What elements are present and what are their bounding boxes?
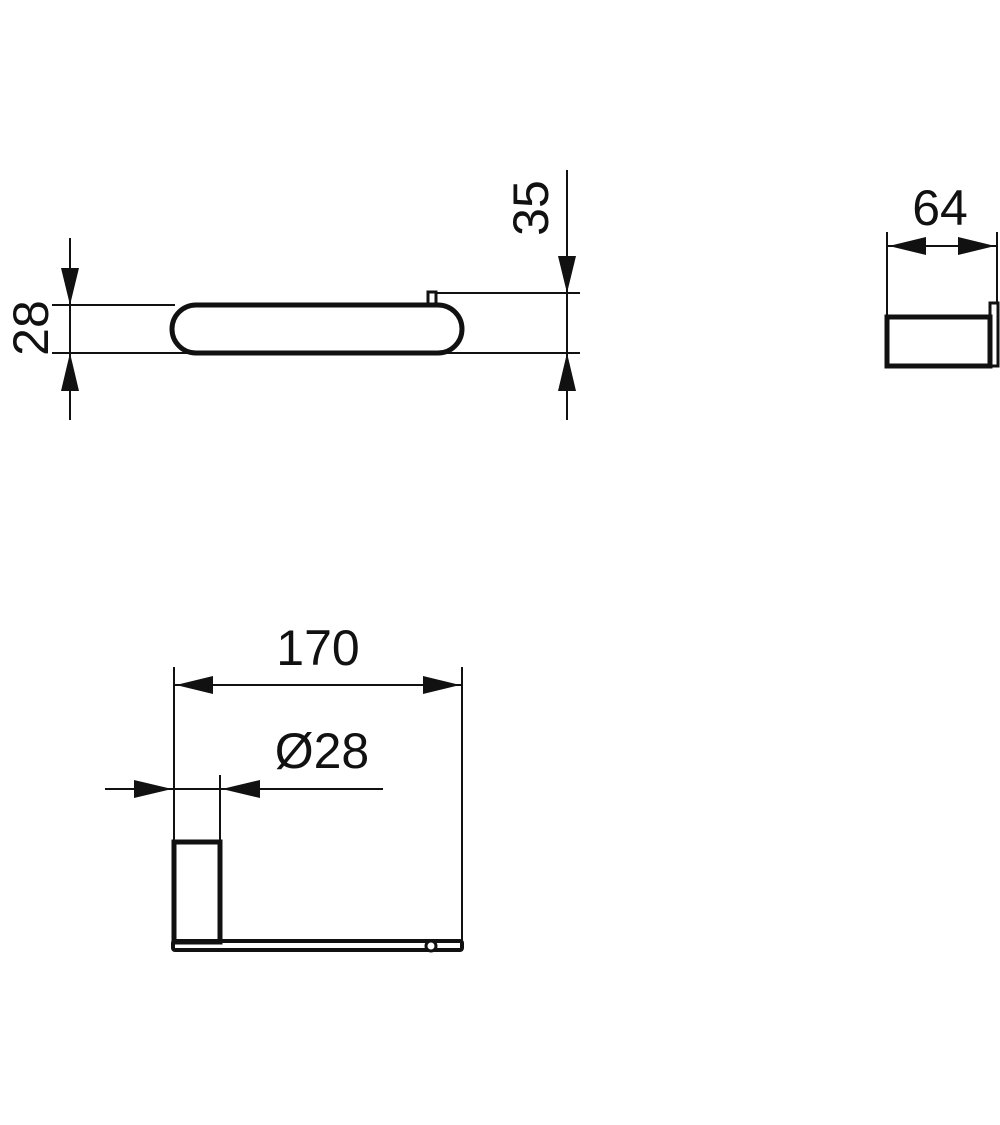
- holder-arm: [171, 939, 464, 952]
- arrow-up: [61, 353, 79, 391]
- arrow-right: [958, 237, 995, 255]
- dim-label-28: 28: [3, 300, 59, 356]
- dim-label-35: 35: [503, 180, 559, 236]
- wall-mount: [171, 839, 223, 945]
- holder-tab: [988, 301, 1000, 368]
- arm-end-pin: [424, 939, 438, 953]
- arrow-right: [423, 676, 460, 694]
- dim-label-diameter: Ø28: [275, 723, 370, 779]
- arrow-down: [61, 268, 79, 305]
- dim-label-170: 170: [276, 620, 359, 676]
- arrow-right: [134, 780, 172, 798]
- dim-label-64: 64: [912, 180, 968, 236]
- front-view: 170 Ø28: [105, 620, 464, 953]
- arrow-left: [176, 676, 213, 694]
- arrow-down: [558, 256, 576, 293]
- arrow-up: [558, 353, 576, 391]
- top-view: 28 35: [3, 170, 580, 420]
- base-plate: [884, 314, 993, 369]
- holder-tab: [426, 290, 438, 307]
- holder-bar-outline: [169, 302, 465, 356]
- arrow-left: [222, 780, 260, 798]
- side-view: 64: [884, 180, 1000, 369]
- arrow-left: [889, 237, 926, 255]
